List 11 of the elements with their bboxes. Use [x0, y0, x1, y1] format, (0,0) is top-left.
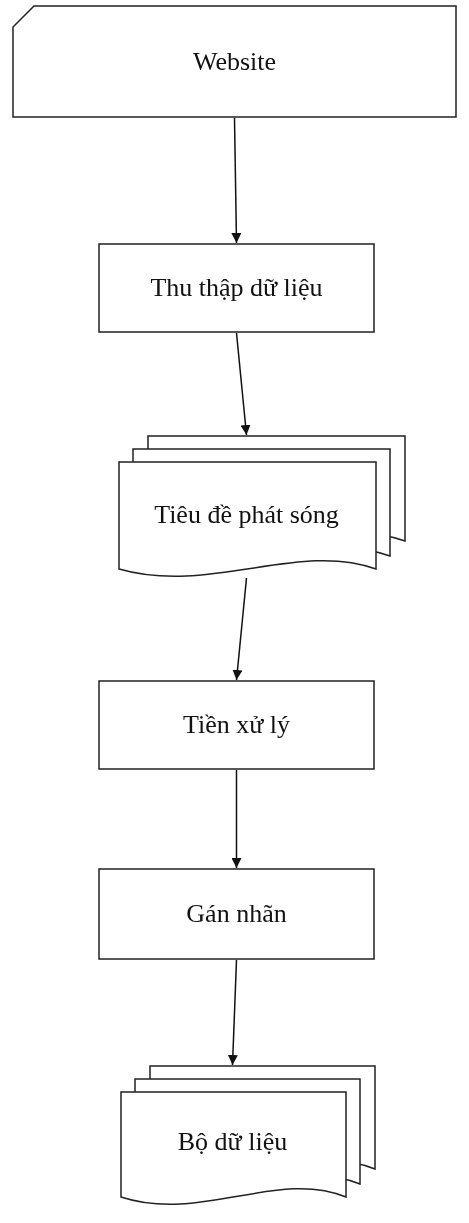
arrow: [231, 117, 242, 244]
node-label: Gán nhãn: [186, 898, 287, 931]
arrow: [235, 332, 251, 436]
node-label: Thu thập dữ liệu: [150, 272, 323, 305]
node-label: Bộ dữ liệu: [177, 1126, 288, 1159]
node-label: Tiền xử lý: [182, 709, 290, 742]
node-label: Website: [192, 45, 277, 78]
arrow: [231, 769, 242, 869]
arrow: [232, 577, 248, 681]
node-label: Tiêu đề phát sóng: [154, 498, 339, 531]
arrow: [227, 959, 238, 1066]
